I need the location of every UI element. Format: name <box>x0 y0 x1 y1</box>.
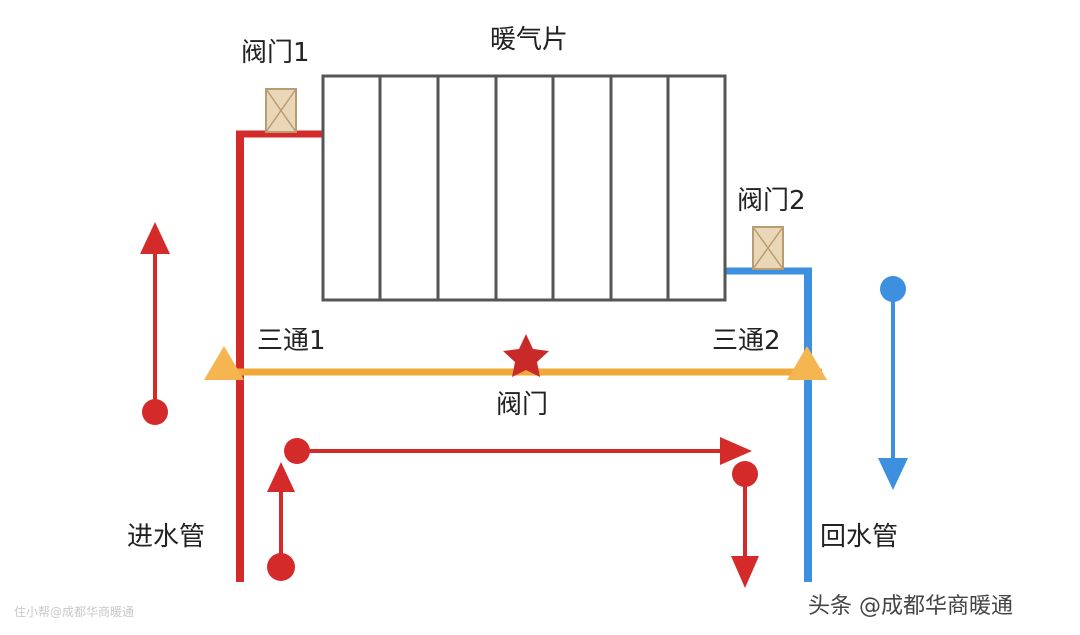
valve2-label: 阀门2 <box>737 186 806 216</box>
tee2-label: 三通2 <box>712 326 781 356</box>
valve-box-icon <box>265 88 297 133</box>
arrowhead-right-icon <box>720 437 752 465</box>
tee1-label: 三通1 <box>257 326 326 356</box>
bypass-valve-label: 阀门 <box>496 390 549 420</box>
radiator <box>321 74 727 302</box>
watermark-bottom-left: 住小帮@成都华商暖通 <box>14 605 135 619</box>
return-pipe-label: 回水管 <box>820 522 899 552</box>
radiator-label: 暖气片 <box>490 25 569 55</box>
tee-triangle-icon <box>787 346 827 380</box>
radiator-body <box>321 74 727 302</box>
valve-box-icon <box>752 226 784 270</box>
watermark-bottom-right: 头条 @成都华商暖通 <box>808 594 1013 619</box>
inlet-pipe-label: 进水管 <box>127 522 206 552</box>
arrowhead-up-icon <box>140 222 170 254</box>
valve1-label: 阀门1 <box>241 38 310 68</box>
bypass-flow-path <box>267 437 759 588</box>
arrowhead-up-icon <box>267 462 295 492</box>
flow-up-arrow <box>140 222 170 425</box>
star-icon <box>503 334 549 377</box>
tee-triangle-icon <box>204 346 244 380</box>
flow-down-arrow <box>878 276 908 490</box>
arrowhead-down-icon <box>878 458 908 490</box>
arrowhead-down-icon <box>731 556 759 588</box>
flow-origin-dot <box>142 399 168 425</box>
supply-pipe <box>236 130 322 582</box>
return-pipe <box>724 267 812 582</box>
